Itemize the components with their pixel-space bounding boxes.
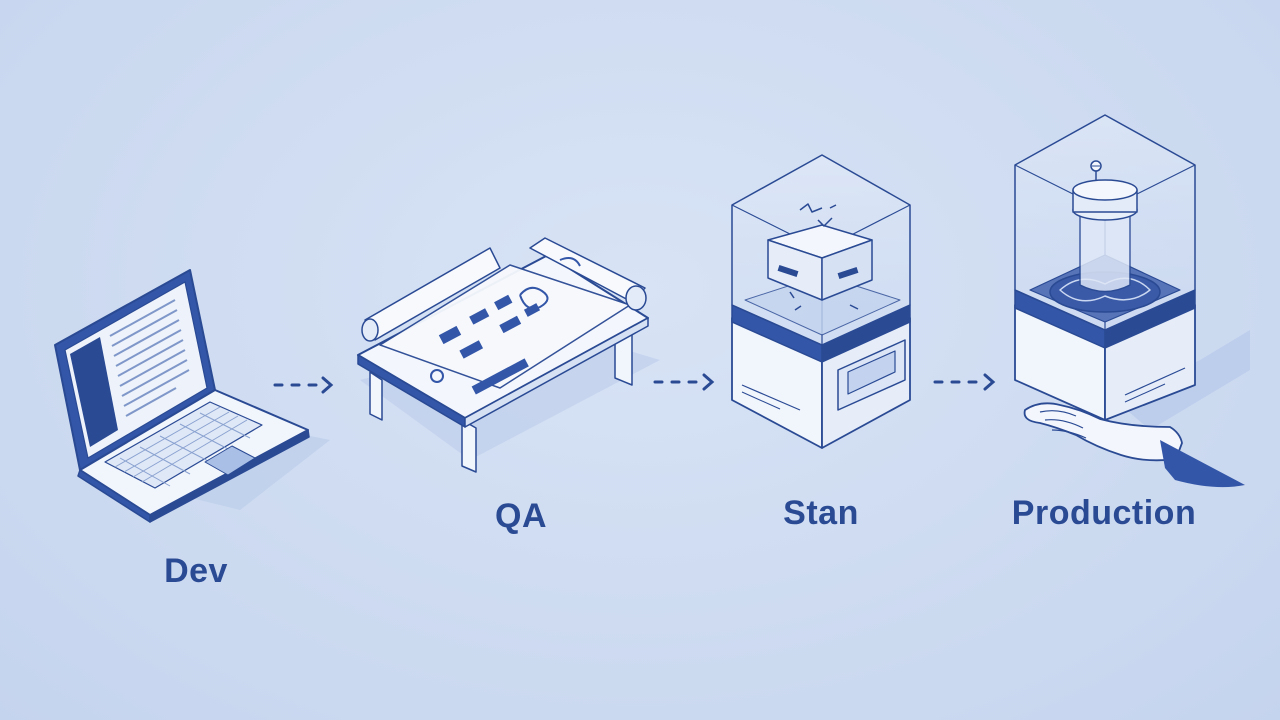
stage-label-dev: Dev — [164, 552, 228, 590]
production-cube-icon — [1014, 114, 1250, 488]
stage-label-qa: QA — [495, 497, 547, 535]
dotted-arrow-icon — [273, 376, 334, 394]
dotted-arrow-icon — [653, 373, 715, 391]
staging-cube-icon — [731, 154, 911, 449]
laptop-icon — [54, 269, 330, 523]
stage-label-production: Production — [1011, 494, 1197, 532]
blueprint-table-icon — [357, 237, 660, 473]
dotted-arrow-icon — [933, 373, 996, 391]
stage-label-stan: Stan — [783, 494, 859, 532]
